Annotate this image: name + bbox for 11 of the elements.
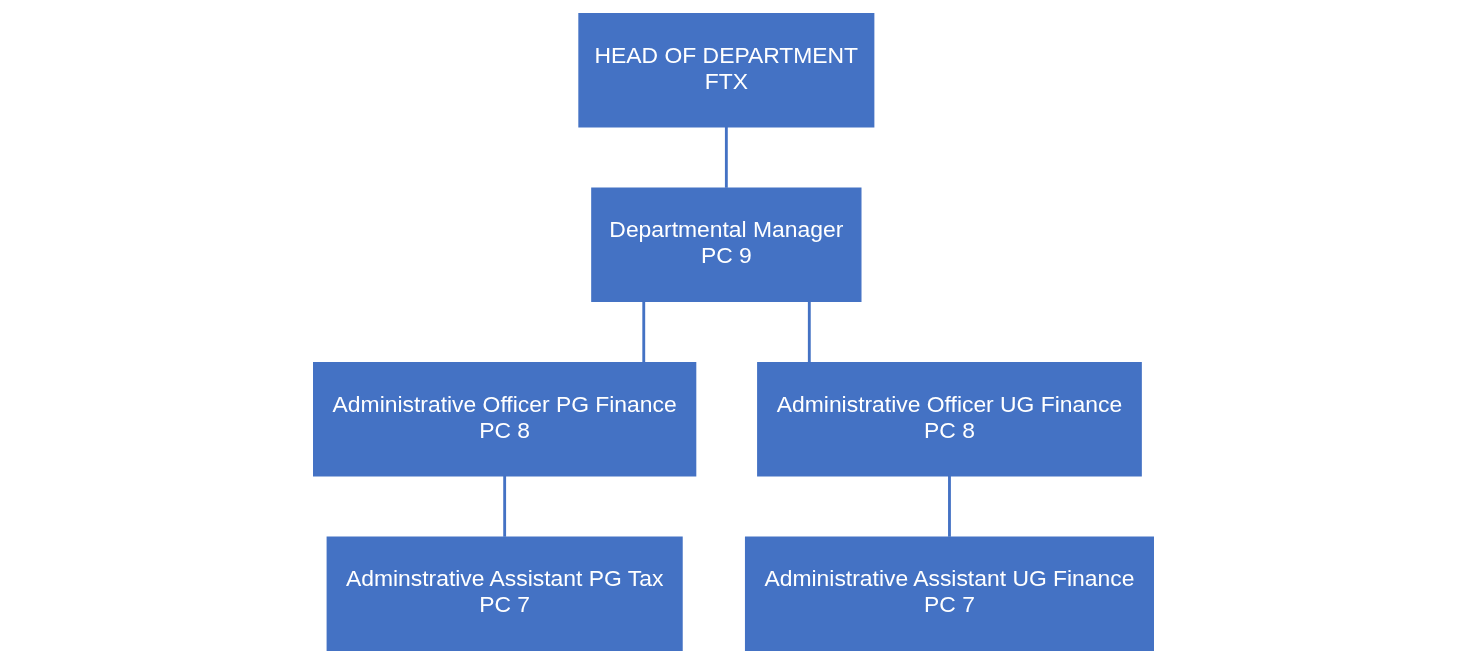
connector [947, 475, 951, 537]
connector [724, 126, 728, 188]
connector [502, 475, 506, 537]
connector [641, 301, 645, 363]
node-box: Departmental Manager PC 9 [590, 187, 861, 302]
node-box: HEAD OF DEPARTMENT FTX [577, 13, 874, 128]
connector [807, 301, 811, 363]
node-box: Administrative Officer UG Finance PC 8 [756, 362, 1142, 477]
node-box: Administrative Assistant UG Finance PC 7 [744, 536, 1154, 651]
node-box: Administrative Officer PG Finance PC 8 [312, 362, 696, 477]
node-box: Adminstrative Assistant PG Tax PC 7 [326, 536, 683, 651]
